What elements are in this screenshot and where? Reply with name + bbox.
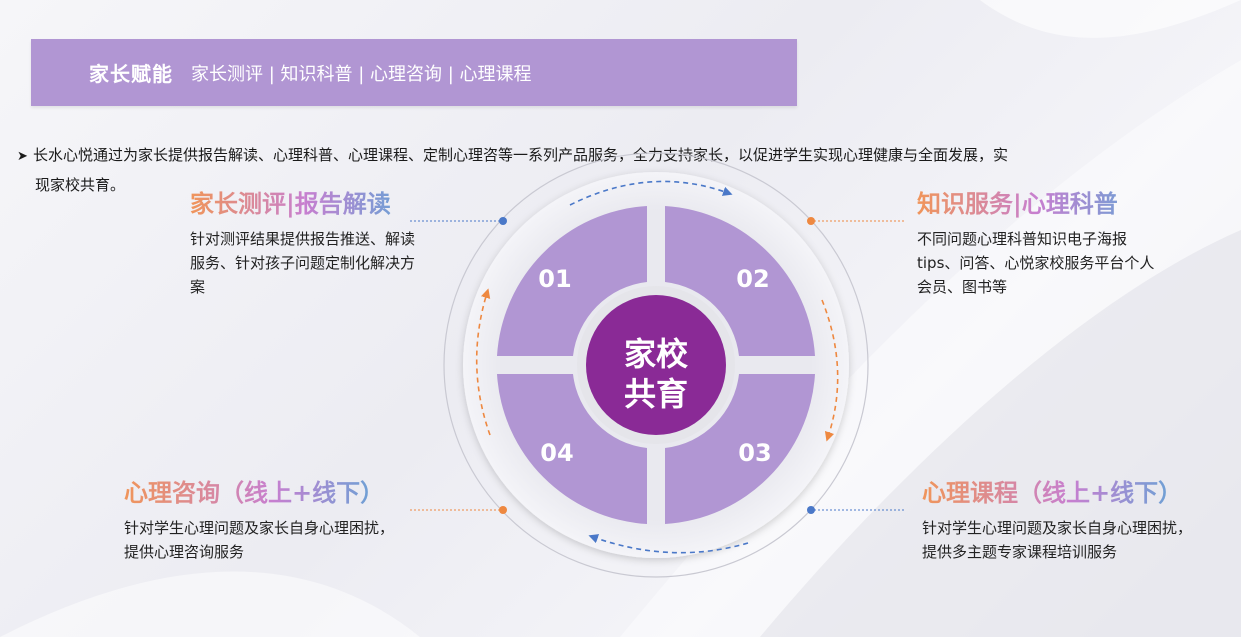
segment-label-01: 01 (538, 265, 571, 293)
feature-courses: 心理课程（线上+线下） 针对学生心理问题及家长自身心理困扰，提供多主题专家课程培… (922, 478, 1192, 564)
banner-subtitle: 家长测评 | 知识科普 | 心理咨询 | 心理课程 (191, 63, 532, 85)
segment-04-shape (497, 374, 647, 524)
segment-label-03: 03 (738, 439, 771, 467)
feature-desc: 不同问题心理科普知识电子海报tips、问答、心悦家校服务平台个人会员、图书等 (917, 230, 1155, 296)
cycle-arrow-bottom (588, 534, 749, 554)
feature-knowledge-service: 知识服务|心理科普 不同问题心理科普知识电子海报tips、问答、心悦家校服务平台… (917, 189, 1157, 299)
feature-title: 知识服务|心理科普 (917, 189, 1157, 219)
center-circle (586, 295, 726, 435)
feature-desc: 针对学生心理问题及家长自身心理困扰，提供多主题专家课程培训服务 (922, 519, 1193, 561)
outer-ring (443, 152, 869, 578)
feature-title: 心理咨询（线上+线下） (124, 478, 394, 508)
connector-dot-1 (499, 217, 507, 225)
segment-03-shape (665, 374, 815, 524)
header-banner: 家长赋能 家长测评 | 知识科普 | 心理咨询 | 心理课程 (31, 39, 797, 106)
center-label-2: 共育 (624, 375, 688, 413)
feature-title: 家长测评|报告解读 (190, 189, 420, 219)
cycle-arrow-left (475, 288, 491, 436)
connector-dot-4 (807, 506, 815, 514)
segment-02-shape (665, 206, 815, 356)
segment-01-shape (497, 206, 647, 356)
ring-segments (497, 206, 815, 524)
intro-line-1: 长水心悦通过为家长提供报告解读、心理科普、心理课程、定制心理咨等一系列产品服务，… (33, 146, 1009, 164)
arrow-bullet-icon: ➤ (17, 149, 28, 164)
feature-parent-assessment: 家长测评|报告解读 针对测评结果提供报告推送、解读服务、针对孩子问题定制化解决方… (190, 189, 420, 299)
connector-dot-2 (807, 217, 815, 225)
connector-dot-3 (499, 506, 507, 514)
feature-desc: 针对测评结果提供报告推送、解读服务、针对孩子问题定制化解决方案 (190, 230, 416, 296)
intro-line-2: 现家校共育。 (35, 176, 126, 194)
intro-paragraph: ➤ 长水心悦通过为家长提供报告解读、心理科普、心理课程、定制心理咨等一系列产品服务… (17, 141, 1147, 199)
segment-label-04: 04 (540, 439, 573, 467)
feature-title: 心理课程（线上+线下） (922, 478, 1192, 508)
feature-desc: 针对学生心理问题及家长自身心理困扰，提供心理咨询服务 (124, 519, 395, 561)
cycle-arrow-top (569, 180, 733, 206)
segment-label-02: 02 (736, 265, 769, 293)
banner-title: 家长赋能 (89, 62, 173, 86)
feature-counseling: 心理咨询（线上+线下） 针对学生心理问题及家长自身心理困扰，提供心理咨询服务 (124, 478, 394, 564)
center-label-1: 家校 (624, 335, 688, 373)
